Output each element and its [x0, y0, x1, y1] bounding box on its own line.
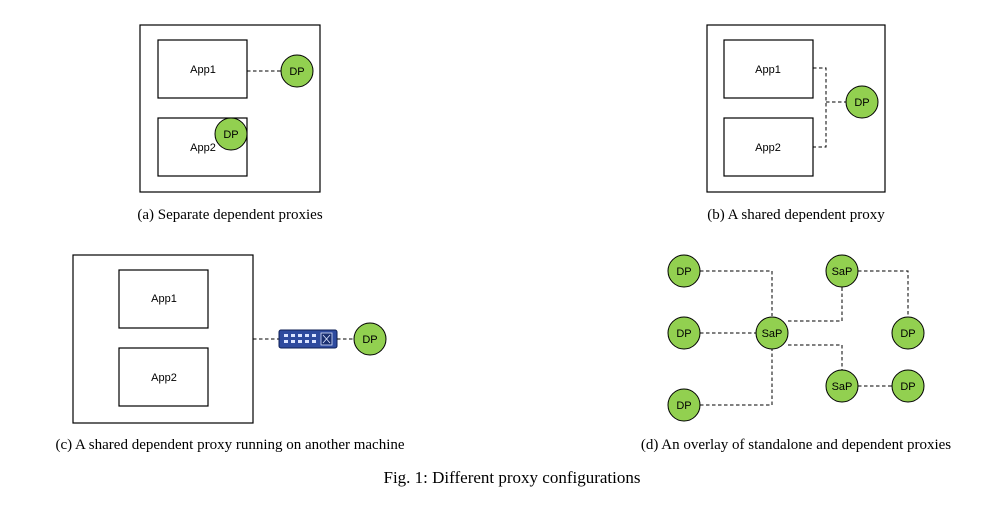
panel-b: App1 App2 DP (b) A shared dependent prox…	[706, 24, 886, 223]
dp-label: DP	[900, 328, 915, 340]
app2-label: App2	[151, 372, 177, 384]
app2-box	[118, 347, 209, 407]
dependent-proxy-node	[280, 54, 314, 88]
sap-label: SaP	[832, 266, 853, 278]
app2-label: App2	[190, 142, 216, 154]
dp-label: DP	[223, 129, 238, 141]
standalone-proxy-node	[825, 254, 859, 288]
dependent-proxy-node	[667, 316, 701, 350]
dependent-proxy-node	[891, 369, 925, 403]
dependent-proxy-node	[353, 322, 387, 356]
connector	[788, 287, 843, 322]
caption-a: (a) Separate dependent proxies	[137, 207, 322, 223]
connector	[858, 270, 909, 316]
app1-label: App1	[190, 64, 216, 76]
dependent-proxy-node	[214, 117, 248, 151]
dependent-proxy-node	[667, 254, 701, 288]
standalone-proxy-node	[825, 369, 859, 403]
dp-label: DP	[362, 334, 377, 346]
sap-label: SaP	[832, 381, 853, 393]
app2-box	[723, 117, 814, 177]
dependent-proxy-node	[891, 316, 925, 350]
connector	[700, 270, 773, 316]
connector	[788, 344, 843, 370]
panel-d: DP DP DP SaP SaP SaP DP DP (d) An overla…	[641, 254, 951, 453]
app1-box	[723, 39, 814, 99]
caption-d: (d) An overlay of standalone and depende…	[641, 437, 951, 453]
dp-label: DP	[676, 266, 691, 278]
dependent-proxy-node	[845, 85, 879, 119]
app1-label: App1	[151, 293, 177, 305]
app1-box	[118, 269, 209, 329]
sap-label: SaP	[762, 328, 783, 340]
connector	[813, 67, 827, 148]
dependent-proxy-node	[667, 388, 701, 422]
connector	[700, 349, 773, 406]
figure-caption: Fig. 1: Different proxy configurations	[383, 468, 640, 487]
network-switch-icon	[278, 329, 338, 349]
dp-label: DP	[289, 66, 304, 78]
standalone-proxy-node	[755, 316, 789, 350]
caption-b: (b) A shared dependent proxy	[707, 207, 885, 223]
app2-label: App2	[755, 142, 781, 154]
dp-label: DP	[676, 400, 691, 412]
app1-box	[157, 39, 248, 99]
panel-c: App1 App2 DP (c) A shared dependent prox…	[55, 254, 405, 453]
dp-label: DP	[900, 381, 915, 393]
app1-label: App1	[755, 64, 781, 76]
caption-c: (c) A shared dependent proxy running on …	[55, 437, 404, 453]
dp-label: DP	[854, 97, 869, 109]
panel-a: App1 App2 DP DP (a) Separate dependent p…	[137, 24, 323, 223]
dp-label: DP	[676, 328, 691, 340]
